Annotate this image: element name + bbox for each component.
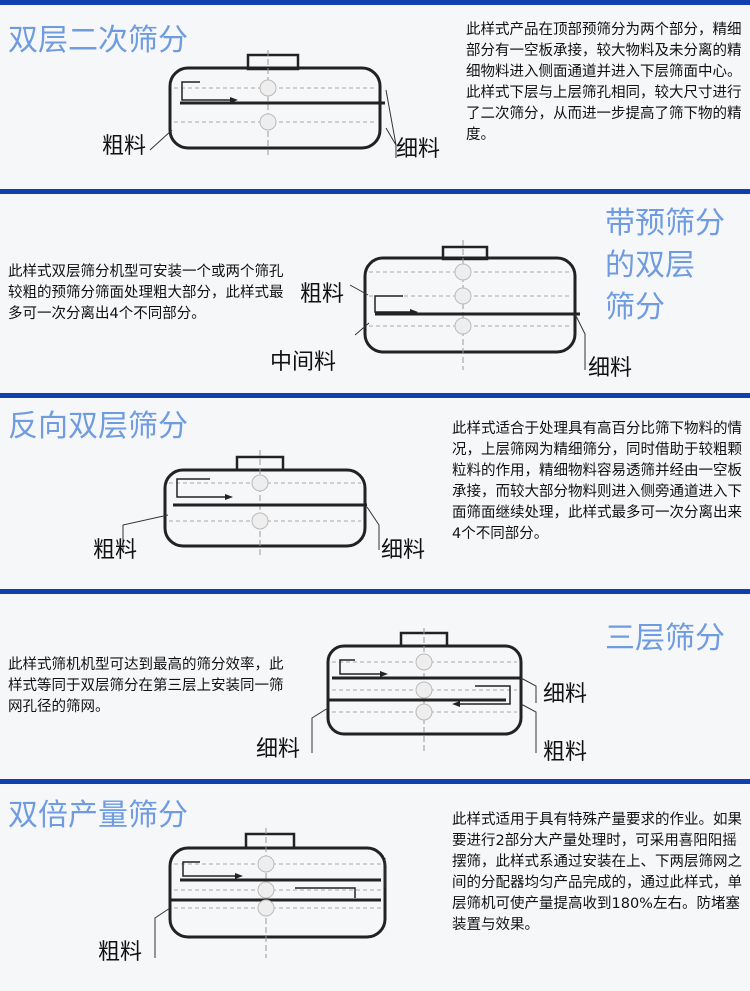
section-description: 此样式双层筛分机型可安装一个或两个筛孔较粗的预筛分筛面处理粗大部分，此样式最多可… bbox=[8, 264, 284, 322]
screen-diagram bbox=[349, 240, 586, 370]
label-coarse: 粗料 bbox=[543, 740, 588, 765]
section-title-line: 带预筛分 bbox=[605, 206, 725, 241]
screen-diagram bbox=[311, 628, 537, 753]
label-coarse: 粗料 bbox=[102, 134, 147, 159]
label-coarse: 粗料 bbox=[300, 282, 345, 307]
section-description: 此样式产品在顶部预筛分为两个部分，精细部分有一空板承接，较大物料及未分离的精细物… bbox=[466, 22, 742, 143]
label-coarse: 粗料 bbox=[93, 538, 138, 563]
label-coarse: 粗料 bbox=[98, 940, 143, 965]
section-description: 此样式筛机机型可达到最高的筛分效率，此样式等同于双层筛分在第三层上安装同一筛网孔… bbox=[8, 657, 284, 715]
section-title: 双倍产量筛分 bbox=[8, 798, 188, 833]
section-title-line: 筛分 bbox=[605, 290, 665, 325]
label-fine: 细料 bbox=[396, 137, 441, 162]
section-divider bbox=[0, 0, 750, 5]
section-title: 三层筛分 bbox=[605, 621, 725, 656]
section-divider bbox=[0, 779, 750, 784]
label-fine: 细料 bbox=[543, 682, 588, 707]
section-divider bbox=[0, 393, 750, 398]
section-description: 此样式适合于处理具有高百分比筛下物料的情况，上层筛网为精细筛分，同时借助于较粗颗… bbox=[452, 421, 742, 542]
screen-diagram bbox=[154, 828, 387, 958]
section-title: 双层二次筛分 bbox=[8, 23, 188, 58]
section-divider bbox=[0, 589, 750, 594]
label-fine: 细料 bbox=[256, 737, 301, 762]
label-fine: 细料 bbox=[381, 538, 426, 563]
label-middle: 中间料 bbox=[270, 350, 337, 375]
screen-diagram bbox=[122, 450, 380, 555]
section-title-line: 的双层 bbox=[605, 248, 695, 283]
section-description: 此样式适用于具有特殊产量要求的作业。如果要进行2部分大产量处理时，可采用喜阳阳摇… bbox=[452, 812, 742, 933]
section-title: 带预筛分 的双层 筛分 bbox=[605, 203, 725, 329]
section-title: 反向双层筛分 bbox=[8, 409, 188, 444]
section-divider bbox=[0, 189, 750, 194]
label-fine: 细料 bbox=[588, 356, 633, 381]
screen-diagram bbox=[149, 50, 397, 158]
